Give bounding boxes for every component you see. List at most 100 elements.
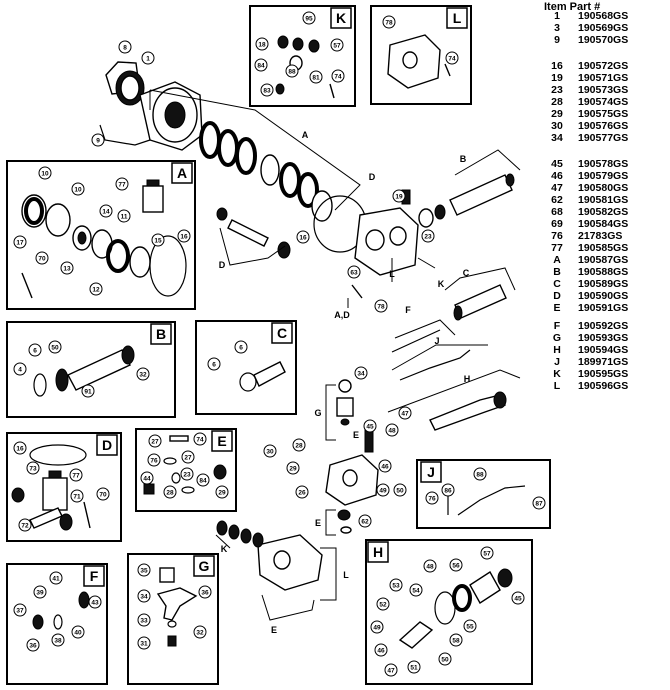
part-item-number: 28 [551,96,563,108]
kit-g-label: G [199,558,210,574]
svg-text:48: 48 [426,564,434,571]
label-e3: E [271,625,277,635]
parts-table-row: 19 190571GS [540,72,668,84]
part-number: 190593GS [578,332,629,344]
part-item-number: 19 [551,72,563,84]
parts-table-row: J 189971GS [540,356,668,368]
svg-text:62: 62 [361,519,369,526]
label-k1: K [438,279,445,289]
svg-text:50: 50 [51,345,59,352]
svg-text:50: 50 [441,657,449,664]
svg-text:45: 45 [366,424,374,431]
part-item-number: 30 [551,120,563,132]
svg-text:71: 71 [73,494,81,501]
part-number: 190581GS [578,194,629,206]
part-item-number: 16 [551,60,563,72]
svg-text:16: 16 [299,235,307,242]
bracket-j [391,344,488,371]
kit-b-label: B [156,326,166,342]
svg-text:35: 35 [140,568,148,575]
part-number: 190592GS [578,320,629,332]
k-leader [417,257,436,269]
label-h: H [464,374,471,384]
svg-text:16: 16 [16,446,24,453]
bracket-c [444,267,516,291]
svg-text:46: 46 [377,648,385,655]
part-number: 190590GS [578,290,629,302]
part-number: 190571GS [578,72,629,84]
seal-a6 [311,190,333,222]
kit-e-tab [211,430,233,452]
label-c: C [463,268,470,278]
svg-text:17: 17 [16,240,24,247]
svg-text:47: 47 [387,668,395,675]
kit-k-tab [330,7,352,29]
kit-f-tab [83,565,105,587]
part-number: 190587GS [578,254,629,266]
valve-cap-g [338,379,352,393]
svg-text:6: 6 [33,348,37,355]
parts-table-row: 45 190578GS [540,158,668,170]
outlet-fitting [418,208,434,228]
k2-leader [215,534,231,549]
svg-text:91: 91 [84,389,92,396]
svg-text:50: 50 [396,488,404,495]
part-item-number: 47 [551,182,563,194]
svg-text:57: 57 [483,551,491,558]
svg-text:55: 55 [466,624,474,631]
kit-box-b: B 6 50 4 91 32 [6,321,176,418]
part-number: 189971GS [578,356,629,368]
svg-text:72: 72 [21,523,29,530]
label-j: J [434,336,439,346]
part-number: 190585GS [578,242,629,254]
kit-a-tab [171,162,193,184]
svg-text:4: 4 [18,367,22,374]
svg-text:36: 36 [29,643,37,650]
svg-text:48: 48 [388,428,396,435]
part-number: 190578GS [578,158,629,170]
svg-text:10: 10 [74,187,82,194]
part-item-number: J [554,356,560,368]
seal-e [337,509,351,521]
svg-text:54: 54 [412,588,420,595]
svg-text:78: 78 [385,20,393,27]
kit-h-tab [367,541,389,563]
label-d1: D [369,172,376,182]
svg-text:28: 28 [295,443,303,450]
rod-f [391,329,441,353]
kit-l-tab [446,7,468,29]
seal-a4 [279,162,301,198]
kit-j-tab [420,461,442,483]
svg-text:57: 57 [333,43,341,50]
svg-text:23: 23 [183,472,191,479]
bolt-ad [351,284,363,299]
svg-text:29: 29 [218,490,226,497]
part-item-number: 45 [551,158,563,170]
svg-text:88: 88 [288,69,296,76]
valve-body-g [336,397,354,417]
svg-text:34: 34 [140,594,148,601]
svg-text:77: 77 [72,473,80,480]
svg-text:87: 87 [535,501,543,508]
part-item-number: 1 [554,10,560,22]
tube-c [454,284,507,319]
label-e2: E [315,518,321,528]
svg-text:78: 78 [377,304,385,311]
bracket-b [454,149,521,176]
housing-flange [99,124,151,146]
svg-text:53: 53 [392,583,400,590]
label-l1: L [389,269,395,279]
svg-text:76: 76 [428,496,436,503]
parts-table-header: Item Part # [544,1,601,13]
